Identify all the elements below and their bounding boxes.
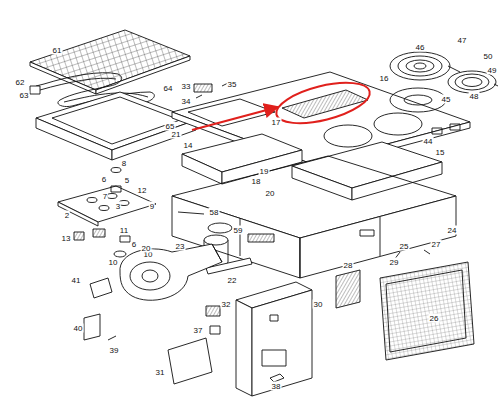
callout-number: 49 xyxy=(487,66,498,75)
callout-number: 62 xyxy=(15,78,26,87)
callout-number: 10 xyxy=(108,258,119,267)
callout-number: 9 xyxy=(149,202,155,211)
callout-number: 17 xyxy=(271,118,282,127)
callout-number: 20 xyxy=(265,189,276,198)
callout-number: 15 xyxy=(435,148,446,157)
callout-number: 64 xyxy=(163,84,174,93)
callout-number: 61 xyxy=(52,46,63,55)
callout-number: 18 xyxy=(251,177,262,186)
callout-number: 14 xyxy=(183,141,194,150)
callout-number: 26 xyxy=(429,314,440,323)
callout-number: 11 xyxy=(119,226,129,235)
callout-number: 30 xyxy=(313,300,324,309)
callout-number: 50 xyxy=(483,52,494,61)
callout-number: 23 xyxy=(175,242,186,251)
callout-number: 33 xyxy=(181,82,192,91)
callout-number: 16 xyxy=(379,74,390,83)
callout-number: 6 xyxy=(131,240,137,249)
callout-number: 58 xyxy=(209,208,220,217)
callout-number: 24 xyxy=(447,226,458,235)
callout-number: 59 xyxy=(233,226,244,235)
callout-number: 3 xyxy=(115,202,121,211)
callout-number: 13 xyxy=(61,234,72,243)
callout-number: 46 xyxy=(415,43,426,52)
callout-number: 63 xyxy=(19,91,30,100)
callout-number: 21 xyxy=(171,130,182,139)
callout-number: 22 xyxy=(227,276,238,285)
callout-number: 29 xyxy=(389,258,400,267)
callout-number: 34 xyxy=(181,97,192,106)
callout-number: 45 xyxy=(441,95,452,104)
callout-number: 35 xyxy=(227,80,238,89)
callout-number: 44 xyxy=(423,137,434,146)
callout-number: 2 xyxy=(64,211,70,220)
callout-number: 41 xyxy=(71,276,82,285)
callout-number: 12 xyxy=(137,186,148,195)
callout-number: 19 xyxy=(259,167,270,176)
callout-number: 39 xyxy=(109,346,120,355)
callout-number: 25 xyxy=(399,242,410,251)
callout-number: 7 xyxy=(102,192,108,201)
callout-number: 6 xyxy=(101,175,107,184)
callout-number: 20 xyxy=(141,244,152,253)
callout-number: 5 xyxy=(124,176,130,185)
callout-number: 8 xyxy=(121,159,127,168)
callout-number: 38 xyxy=(271,382,282,391)
callout-number: 37 xyxy=(193,326,204,335)
callout-number: 32 xyxy=(221,300,232,309)
callout-number: 48 xyxy=(469,92,480,101)
callout-number: 40 xyxy=(73,324,84,333)
callout-number: 47 xyxy=(457,36,468,45)
callout-number: 28 xyxy=(343,261,354,270)
callout-number: 27 xyxy=(431,240,442,249)
callout-number: 31 xyxy=(155,368,166,377)
